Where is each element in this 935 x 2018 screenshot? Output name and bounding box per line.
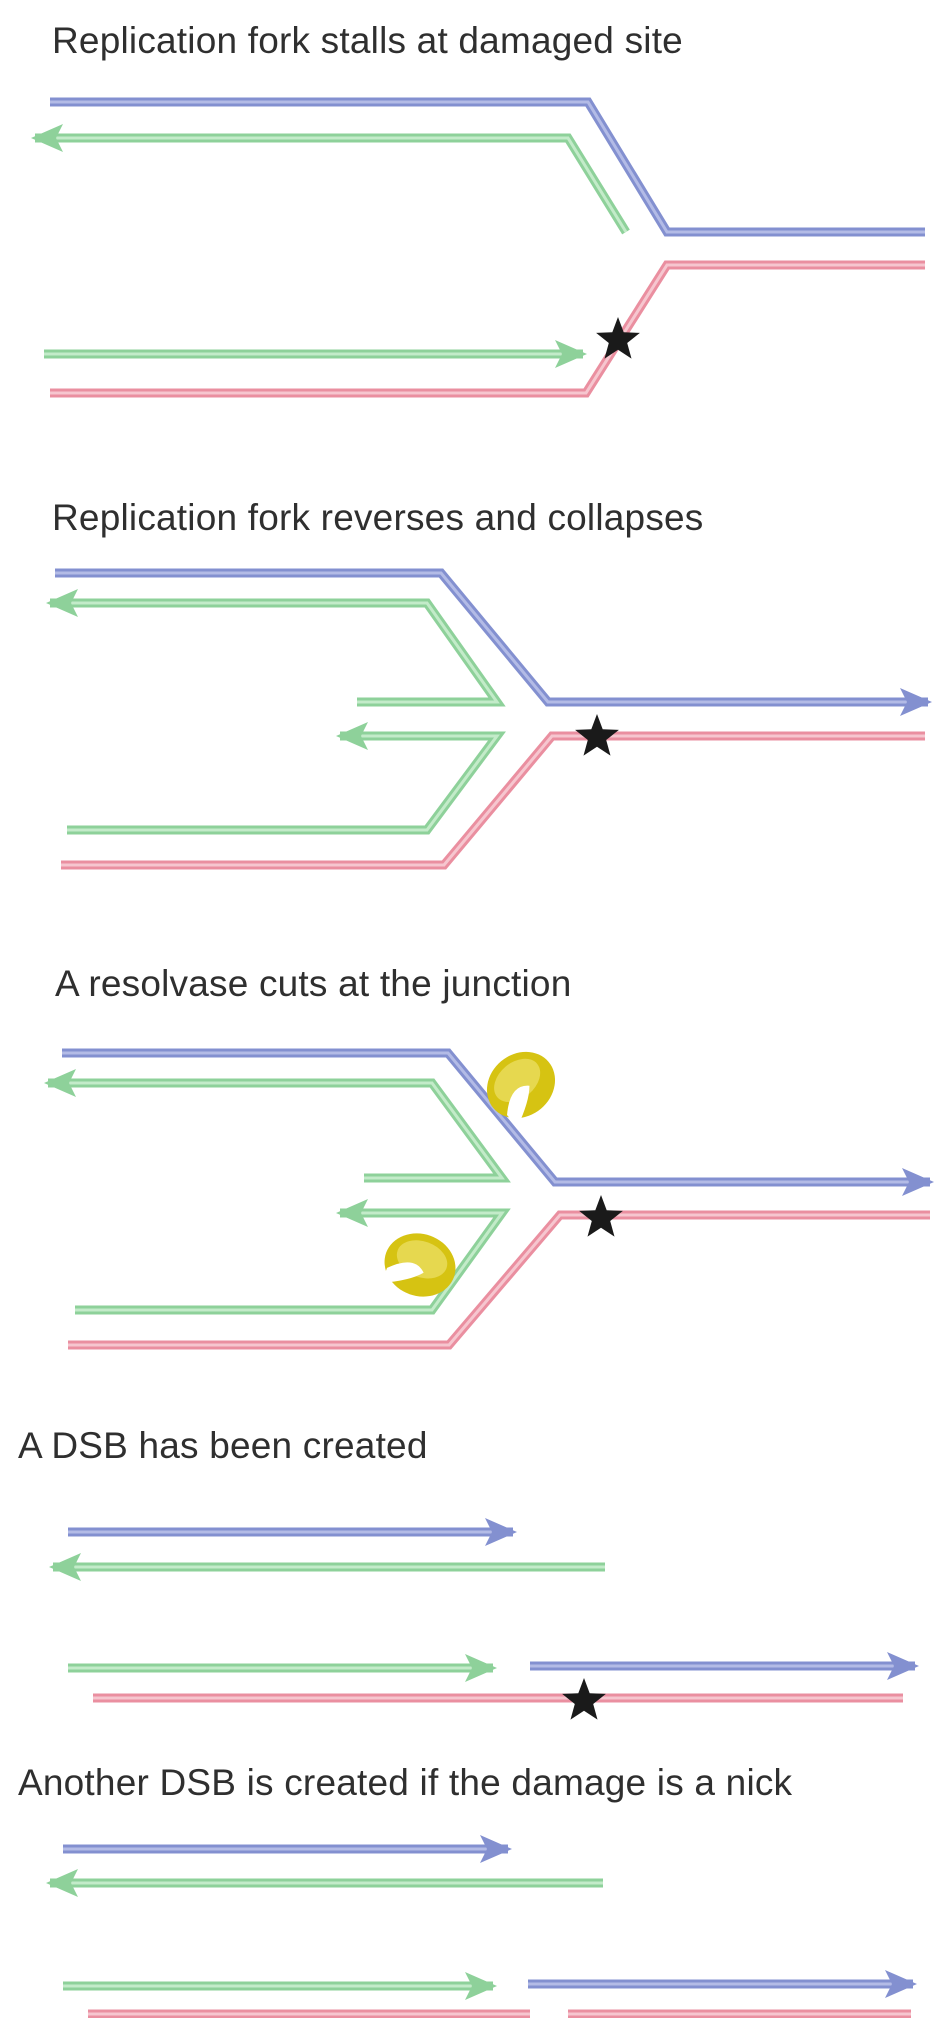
step2-green-strand-arrowhead [46,589,78,617]
step2-damage-star-icon [575,714,619,756]
step2-green-strand [46,589,506,707]
step3-green-strand-arrowhead [44,1069,76,1097]
step3-green-strand-2-arrowhead [336,1199,368,1227]
step4-green-strand [49,1553,605,1581]
step2-pink-strand [61,731,925,870]
step4-green-strand-2-arrowhead [465,1654,497,1682]
step3-resolvase-top-icon [486,1051,556,1128]
step5-green-strand [46,1869,603,1897]
step5-blue-strand-2-arrowhead [885,1970,917,1998]
step1-green-strand [31,124,630,235]
step4-damage-star-icon [562,1678,606,1720]
step-1-title: Replication fork stalls at damaged site [52,20,683,61]
step3-green-strand-2 [75,1199,511,1315]
step-3-title: A resolvase cuts at the junction [55,963,572,1004]
step2-green-strand-2-arrowhead [336,722,368,750]
step2-blue-strand-arrowhead [900,688,932,716]
step-5-title: Another DSB is created if the damage is … [18,1762,793,1803]
step-2-title: Replication fork reverses and collapses [52,497,704,538]
step2-green-strand-2 [67,722,506,835]
step5-green-strand-arrowhead [46,1869,78,1897]
step3-green-strand [44,1069,511,1183]
step3-damage-star-icon [579,1195,623,1237]
step5-blue-strand-arrowhead [480,1835,512,1863]
step3-blue-strand-arrowhead [902,1168,934,1196]
step3-blue-strand [62,1048,934,1196]
step1-pink-strand [50,260,925,398]
step4-blue-strand-2 [530,1652,919,1680]
step4-green-strand-arrowhead [49,1553,81,1581]
step1-blue-strand [50,97,925,237]
step1-green-strand-2 [44,340,587,368]
step-4-title: A DSB has been created [18,1425,428,1466]
step4-blue-strand-2-arrowhead [887,1652,919,1680]
step4-blue-strand-arrowhead [485,1518,517,1546]
step4-green-strand-2 [68,1654,497,1682]
step3-resolvase-bottom-icon [381,1233,456,1297]
step2-blue-strand [55,568,932,716]
step3-pink-strand [68,1210,930,1350]
step1-green-strand-arrowhead [31,124,63,152]
step4-blue-strand [68,1518,517,1546]
step5-blue-strand-2 [528,1970,917,1998]
step1-damage-star-icon [596,317,640,359]
step5-green-strand-2 [63,1972,497,2000]
step5-blue-strand [63,1835,512,1863]
step1-green-strand-2-arrowhead [555,340,587,368]
step5-green-strand-2-arrowhead [465,1972,497,2000]
